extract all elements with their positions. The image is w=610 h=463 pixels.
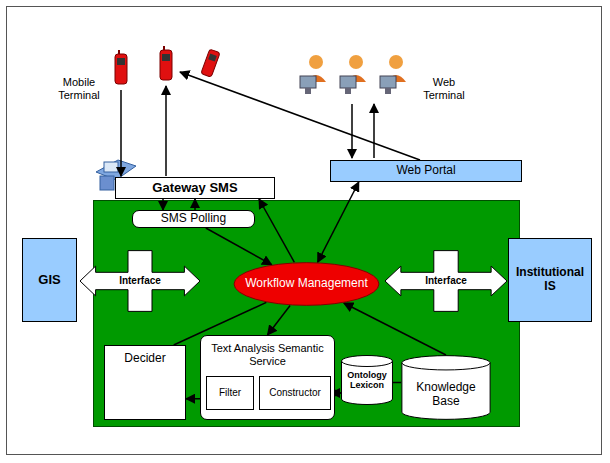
connector [318,182,359,262]
polling-box: SMS Polling [132,210,255,228]
node-text: SMS Polling [161,212,226,226]
node-text: Interface [119,275,161,287]
node-text: Text Analysis Semantic Service [204,342,331,367]
mobile-phone [115,50,127,84]
process-box: Decider [104,345,186,420]
service-box: Text Analysis Semantic ServiceFilter Cons… [200,335,335,420]
connector [206,228,272,265]
node-text: Ontology Lexicon [344,370,390,391]
node-text: Interface [425,275,467,287]
node-text: Knowledge Base [404,381,488,409]
node-text: Constructor [269,387,321,399]
arrow [351,104,353,158]
node-text: Web Portal [396,164,455,178]
connector [162,199,164,210]
node-text: Workflow Management [245,277,368,291]
node-text: Filter [219,387,241,399]
portal-box: Web Portal [330,160,522,182]
arrow [373,104,375,158]
system-box: GIS [22,238,77,322]
gateway-box: Gateway SMS [115,177,275,199]
interface-arrow: Interface [80,250,200,312]
node-text: Decider [124,352,165,366]
mobile-phone [160,46,172,80]
connector [268,305,291,335]
connector [186,398,200,400]
arrow [180,72,420,160]
web-user [380,55,406,94]
node-text: Institutional IS [512,266,588,294]
terminal-label: Mobile Terminal [50,76,108,102]
node-text: Gateway SMS [152,181,237,196]
database-cylinder: Knowledge Base [401,355,491,420]
connector [393,382,401,384]
web-user [300,55,326,94]
component-box: Constructor [259,376,331,410]
connector [194,199,196,210]
connector [259,199,294,262]
node-text: GIS [38,273,60,288]
terminal-label: Web Terminal [418,76,470,102]
connector [344,303,446,355]
arrow [120,90,122,176]
database-cylinder: Ontology Lexicon [341,355,393,405]
process-ellipse: Workflow Management [233,262,380,306]
web-user [340,55,366,94]
component-box: Filter [206,376,254,410]
mobile-phone [201,49,220,77]
arrow [165,86,167,176]
interface-arrow: Interface [385,250,507,312]
system-box: Institutional IS [508,238,592,322]
